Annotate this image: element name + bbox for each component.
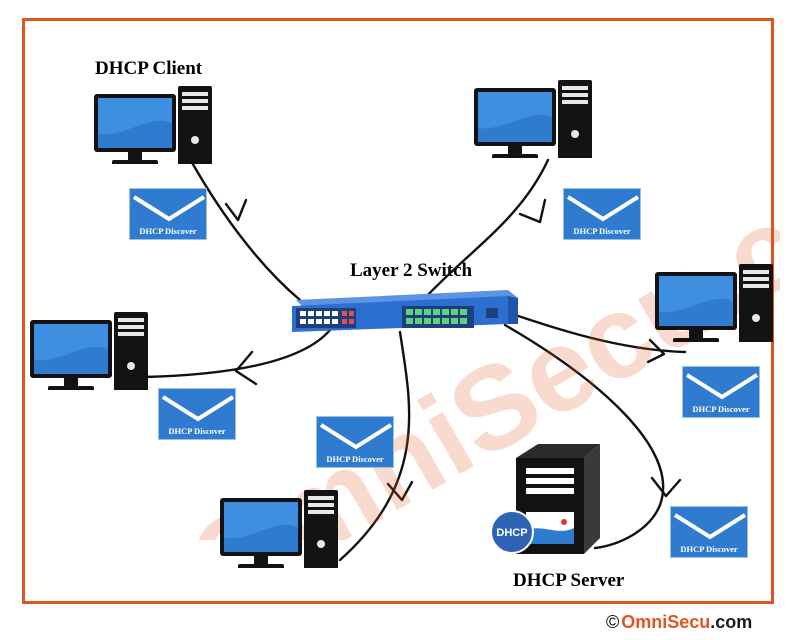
link-switch-to-bottom-pc: [338, 330, 411, 562]
dhcp-discover-envelope: DHCP Discover: [563, 188, 641, 240]
link-switch-to-server: [503, 323, 665, 550]
copyright-notice: ©OmniSecu.com: [606, 612, 752, 633]
envelope-label: DHCP Discover: [680, 544, 738, 554]
envelope-label: DHCP Discover: [692, 404, 750, 414]
layer2-switch: [292, 290, 518, 332]
dhcp-discover-envelope: DHCP Discover: [316, 416, 394, 468]
link-switch-to-left-pc: [143, 328, 332, 379]
dhcp-client-computer: [94, 86, 212, 164]
copyright-domain: .com: [710, 612, 753, 632]
dhcp-discover-envelope: DHCP Discover: [670, 506, 748, 558]
arrow-bottom-link: [386, 480, 414, 502]
bottom-computer: [220, 490, 338, 568]
copyright-brand: OmniSecu: [621, 612, 711, 632]
left-computer: [30, 312, 148, 390]
dhcp-server: DHCP: [490, 444, 600, 554]
dhcp-client-label: DHCP Client: [95, 58, 203, 79]
dhcp-discover-envelope: DHCP Discover: [129, 188, 207, 240]
switch-label: Layer 2 Switch: [350, 260, 473, 281]
arrow-left-link: [234, 350, 258, 386]
envelope-label: DHCP Discover: [139, 226, 197, 236]
link-switch-to-top-right-pc: [423, 158, 550, 300]
dhcp-server-label: DHCP Server: [513, 570, 625, 591]
dhcp-discover-envelope: DHCP Discover: [682, 366, 760, 418]
right-computer: [655, 264, 773, 342]
copyright-symbol: ©: [606, 612, 620, 632]
server-badge-text: DHCP: [496, 527, 527, 539]
envelope-label: DHCP Discover: [168, 426, 226, 436]
dhcp-discover-envelope: DHCP Discover: [158, 388, 236, 440]
arrow-server-link: [650, 476, 682, 498]
envelope-label: DHCP Discover: [573, 226, 631, 236]
arrow-client-link: [224, 198, 248, 222]
arrow-top-right-link: [518, 198, 547, 224]
link-client-to-switch: [183, 148, 302, 302]
envelope-label: DHCP Discover: [326, 454, 384, 464]
arrow-right-link: [646, 338, 666, 364]
top-right-computer: [474, 80, 592, 158]
